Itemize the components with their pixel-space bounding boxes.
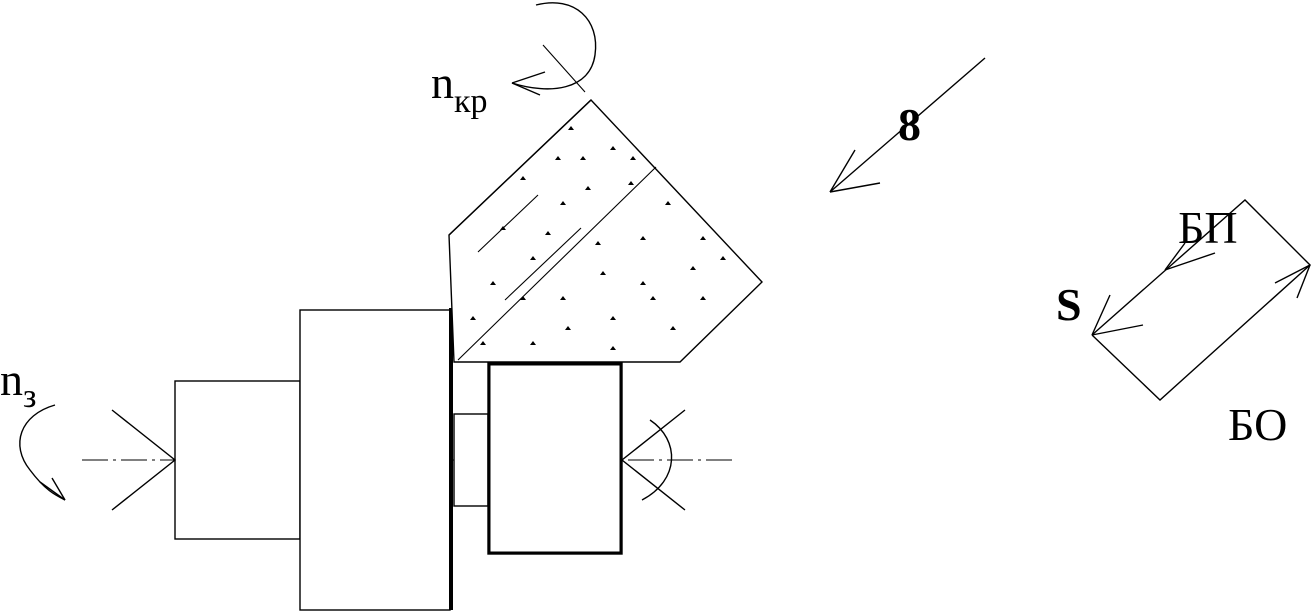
label-n-kr: nкр xyxy=(431,57,488,120)
workpiece-outline-thick xyxy=(487,362,623,555)
feed-vector-diagram xyxy=(1091,199,1312,401)
workpiece xyxy=(487,362,623,555)
left-center-cone xyxy=(111,409,177,511)
grinding-wheel xyxy=(448,99,763,363)
label-bp: БП xyxy=(1178,202,1238,253)
left-shaft xyxy=(174,380,301,540)
label-bo: БО xyxy=(1228,399,1287,450)
view-direction-arrow-icon xyxy=(829,57,986,193)
neck xyxy=(453,413,489,507)
label-view-number: 8 xyxy=(898,99,921,150)
flange-body xyxy=(299,309,451,611)
right-center-cone xyxy=(620,409,686,511)
label-n-z: nз xyxy=(0,354,36,415)
right-rotation-arc xyxy=(641,419,673,501)
part-rotation-arrow-icon xyxy=(19,404,66,501)
wheel-rotation-arrow-icon xyxy=(511,2,597,96)
label-s: S xyxy=(1056,279,1082,330)
